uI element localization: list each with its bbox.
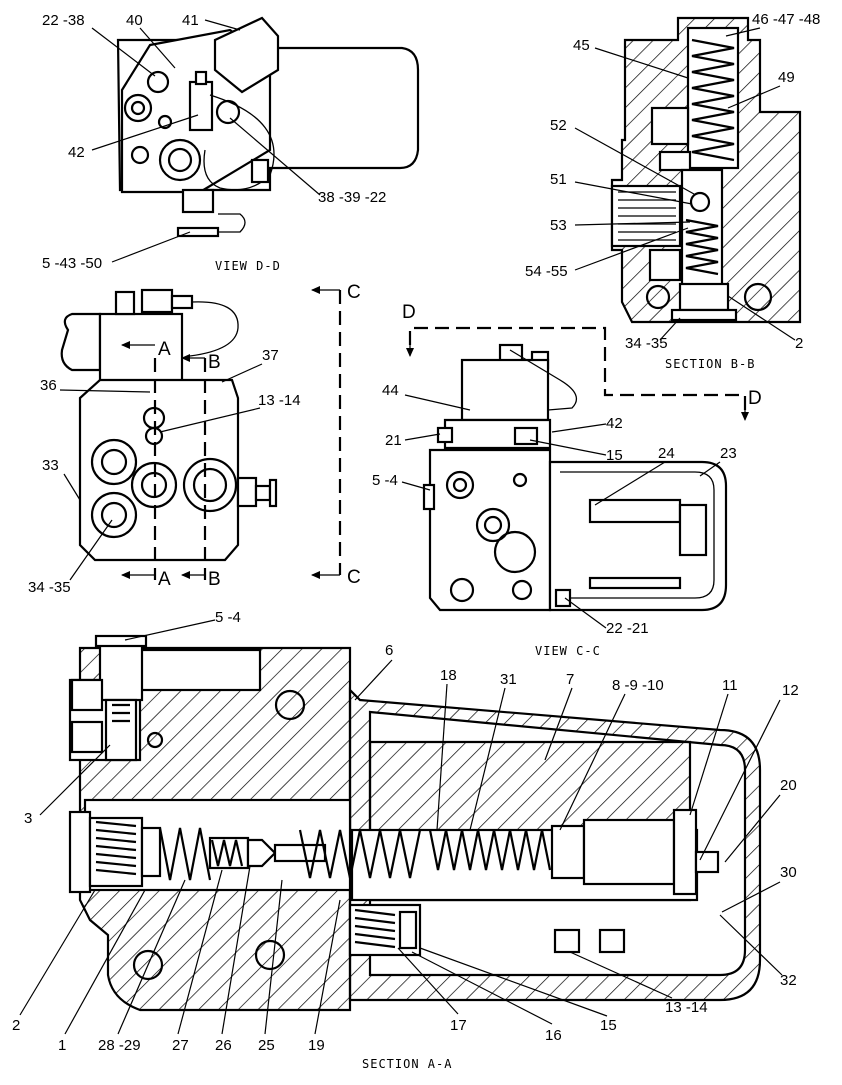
callout-12: 12 bbox=[782, 682, 799, 699]
callout-36: 36 bbox=[40, 377, 57, 394]
callout-16: 16 bbox=[545, 1027, 562, 1044]
callout-30: 30 bbox=[780, 864, 797, 881]
callout-5-4-cc: 5 -4 bbox=[372, 472, 398, 489]
callout-2-aa: 2 bbox=[12, 1017, 20, 1034]
callout-6: 6 bbox=[385, 642, 393, 659]
cut-label-b-bottom: B bbox=[208, 569, 221, 590]
callout-32: 32 bbox=[780, 972, 797, 989]
view-c-c-caption: VIEW C-C bbox=[535, 644, 601, 658]
callout-23: 23 bbox=[720, 445, 737, 462]
callout-13-14: 13 -14 bbox=[258, 392, 301, 409]
callout-24: 24 bbox=[658, 445, 675, 462]
callout-21: 21 bbox=[385, 432, 402, 449]
view-front-callouts: 37 36 13 -14 33 34 -35 bbox=[28, 347, 301, 596]
cut-label-c-top: C bbox=[347, 282, 361, 303]
callout-11: 11 bbox=[722, 677, 738, 694]
callout-31: 31 bbox=[500, 671, 517, 688]
callout-52: 52 bbox=[550, 117, 567, 134]
view-front: A B A B 37 36 13 -14 33 34 -35 bbox=[28, 288, 301, 596]
cut-label-a-top: A bbox=[158, 339, 171, 360]
callout-5-4-aa: 5 -4 bbox=[215, 609, 241, 626]
callout-46-47-48: 46 -47 -48 bbox=[752, 11, 820, 28]
callout-25: 25 bbox=[258, 1037, 275, 1054]
cut-label-d-right: D bbox=[748, 388, 762, 409]
callout-8-9-10: 8 -9 -10 bbox=[612, 677, 664, 694]
callout-33: 33 bbox=[42, 457, 59, 474]
cut-line-c-c: C C bbox=[311, 282, 361, 588]
callout-20: 20 bbox=[780, 777, 797, 794]
callout-37: 37 bbox=[262, 347, 279, 364]
section-b-b-caption: SECTION B-B bbox=[665, 357, 755, 371]
callout-18: 18 bbox=[440, 667, 457, 684]
callout-44: 44 bbox=[382, 382, 399, 399]
callout-17: 17 bbox=[450, 1017, 467, 1034]
view-d-d: VIEW D-D 22 -38 40 41 42 38 -39 -22 5 -4… bbox=[42, 12, 420, 273]
cut-label-a-bottom: A bbox=[158, 569, 171, 590]
callout-7: 7 bbox=[566, 671, 574, 688]
cut-label-c-bottom: C bbox=[347, 567, 361, 588]
callout-5-43-50: 5 -43 -50 bbox=[42, 255, 102, 272]
callout-2: 2 bbox=[795, 335, 803, 352]
callout-38-39-22: 38 -39 -22 bbox=[318, 189, 386, 206]
callout-22-38: 22 -38 bbox=[42, 12, 85, 29]
callout-15-aa: 15 bbox=[600, 1017, 617, 1034]
callout-34-35: 34 -35 bbox=[625, 335, 668, 352]
callout-34-35-front: 34 -35 bbox=[28, 579, 71, 596]
section-b-b-callouts: 46 -47 -48 45 49 52 51 53 54 -55 34 -35 … bbox=[525, 11, 820, 352]
callout-49: 49 bbox=[778, 69, 795, 86]
view-c-c-callouts: 44 42 21 15 24 23 5 -4 22 -21 bbox=[372, 382, 737, 637]
callout-51: 51 bbox=[550, 171, 567, 188]
cut-label-b-top: B bbox=[208, 352, 221, 373]
callout-27: 27 bbox=[172, 1037, 189, 1054]
callout-19: 19 bbox=[308, 1037, 325, 1054]
callout-15-cc: 15 bbox=[606, 447, 623, 464]
callout-28-29: 28 -29 bbox=[98, 1037, 141, 1054]
callout-3: 3 bbox=[24, 810, 32, 827]
callout-13-14-aa: 13 -14 bbox=[665, 999, 708, 1016]
view-d-d-caption: VIEW D-D bbox=[215, 259, 281, 273]
callout-53: 53 bbox=[550, 217, 567, 234]
view-c-c: D D VIEW C-C 44 42 21 15 24 23 bbox=[372, 302, 762, 658]
callout-54-55: 54 -55 bbox=[525, 263, 568, 280]
callout-42: 42 bbox=[68, 144, 85, 161]
section-b-b: SECTION B-B 46 -47 -48 45 49 52 51 53 54… bbox=[525, 11, 820, 371]
callout-40: 40 bbox=[126, 12, 143, 29]
callout-42-cc: 42 bbox=[606, 415, 623, 432]
callout-26: 26 bbox=[215, 1037, 232, 1054]
callout-1: 1 bbox=[58, 1037, 66, 1054]
callout-45: 45 bbox=[573, 37, 590, 54]
section-a-a-callouts: 5 -4 6 18 31 7 8 -9 -10 11 12 20 30 32 3… bbox=[12, 609, 799, 1054]
section-a-a: SECTION A-A 5 -4 6 18 31 7 8 -9 -10 11 1… bbox=[12, 609, 799, 1071]
callout-22-21: 22 -21 bbox=[606, 620, 649, 637]
view-d-d-callouts: 22 -38 40 41 42 38 -39 -22 5 -43 -50 bbox=[42, 12, 386, 272]
callout-41: 41 bbox=[182, 12, 199, 29]
section-a-a-caption: SECTION A-A bbox=[362, 1057, 452, 1071]
cut-label-d-left: D bbox=[402, 302, 416, 323]
